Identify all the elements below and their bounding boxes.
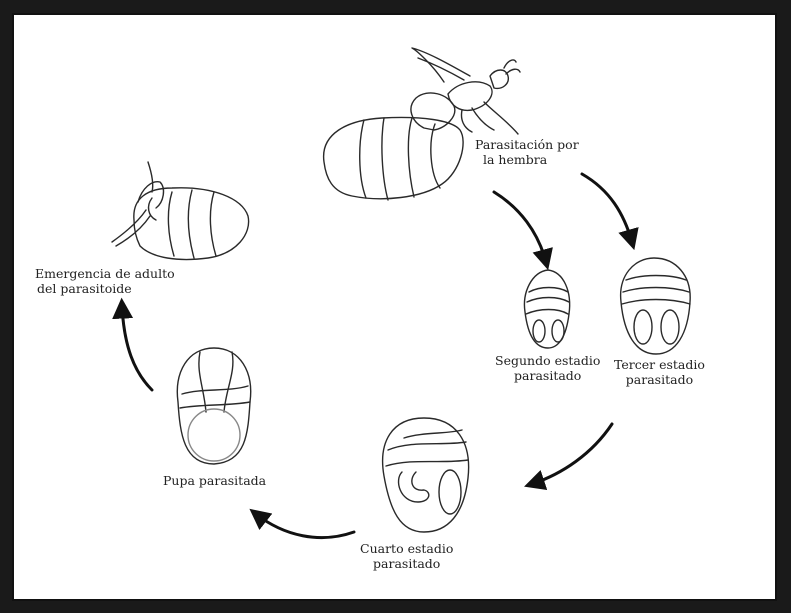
- pupa-illustration: [177, 348, 250, 464]
- label-tercer-estadio: Tercer estadio parasitado: [614, 357, 705, 387]
- fourth-instar-illustration: [383, 418, 469, 532]
- label-segundo-estadio: Segundo estadio parasitado: [495, 353, 600, 383]
- wasp-abdomen: [411, 93, 455, 130]
- wasp-wing: [412, 48, 470, 82]
- life-cycle-drawing: [14, 15, 779, 603]
- arrow-to-second-instar: [494, 192, 546, 262]
- third-instar-illustration: [621, 258, 691, 354]
- wasp-thorax: [448, 82, 492, 111]
- host-larva-body: [324, 118, 463, 199]
- diagram-frame: Parasitación por la hembra Segundo estad…: [12, 13, 777, 601]
- emerging-adult-illustration: [112, 162, 249, 260]
- label-cuarto-estadio: Cuarto estadio parasitado: [360, 541, 453, 571]
- label-pupa: Pupa parasitada: [163, 473, 266, 488]
- wasp-head: [490, 70, 508, 88]
- second-instar-illustration: [524, 270, 569, 348]
- label-parasitacion: Parasitación por la hembra: [475, 137, 579, 167]
- arrow-to-emergence: [122, 306, 152, 390]
- arrow-to-pupa: [256, 514, 354, 538]
- label-emergencia: Emergencia de adulto del parasitoide: [35, 266, 175, 296]
- arrow-to-fourth-instar: [532, 424, 612, 484]
- wasp-and-host-larva-illustration: [324, 48, 520, 200]
- arrow-to-third-instar: [582, 174, 632, 242]
